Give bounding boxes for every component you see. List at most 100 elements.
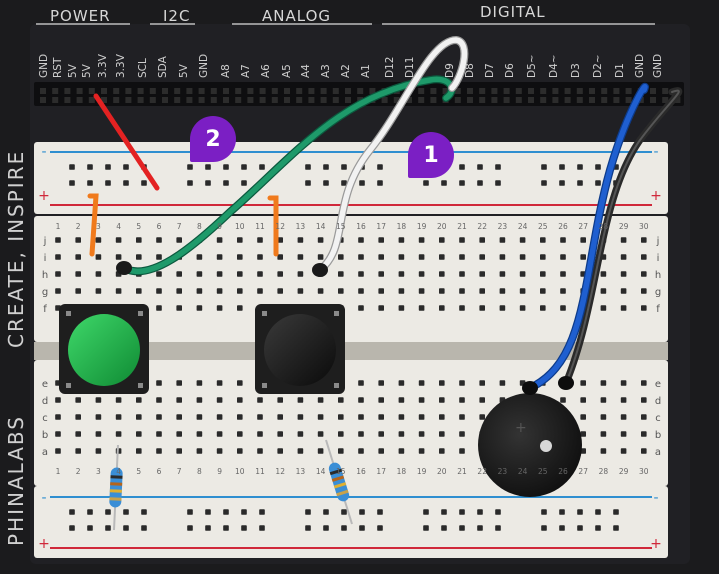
breadboard-hole xyxy=(540,271,546,277)
header-socket xyxy=(552,88,559,94)
breadboard-hole xyxy=(136,397,142,403)
header-socket xyxy=(442,88,449,94)
breadboard-hole xyxy=(377,180,383,186)
pin-label: 5V xyxy=(178,64,190,78)
breadboard-hole xyxy=(479,254,485,260)
breadboard-hole xyxy=(259,525,265,531)
breadboard-hole xyxy=(499,288,506,294)
breadboard-hole xyxy=(341,525,347,531)
breadboard-hole xyxy=(418,397,425,403)
breadboard-hole xyxy=(105,164,111,170)
breadboard-hole xyxy=(439,305,445,311)
orange-jumper-right xyxy=(267,195,279,257)
breadboard-hole xyxy=(358,288,364,294)
breadboard-hole xyxy=(237,305,243,311)
green-push-button-screw xyxy=(138,311,143,316)
breadboard-hole xyxy=(95,397,102,403)
resistor-left-band xyxy=(110,482,123,486)
pin-label: 5V xyxy=(67,64,79,78)
column-number: 27 xyxy=(578,467,588,476)
column-number: 1 xyxy=(56,222,61,231)
breadboard-hole xyxy=(378,237,384,243)
breadboard-hole xyxy=(297,448,304,454)
breadboard-hole xyxy=(95,254,102,260)
breadboard-hole xyxy=(75,288,81,294)
breadboard-hole xyxy=(577,180,583,186)
header-socket xyxy=(52,97,59,103)
breadboard-hole xyxy=(87,509,93,515)
breadboard-hole xyxy=(358,305,364,311)
breadboard-hole xyxy=(499,271,506,277)
breadboard-hole xyxy=(519,254,526,260)
row-letter: a xyxy=(655,447,661,458)
row-letter: d xyxy=(655,396,661,407)
breadboard-hole xyxy=(95,288,102,294)
breadboard-hole xyxy=(237,288,243,294)
breadboard-hole xyxy=(277,397,283,403)
header-socket xyxy=(113,97,120,103)
breadboard-hole xyxy=(196,414,203,420)
breadboard-hole xyxy=(477,164,483,170)
header-socket xyxy=(162,88,168,94)
breadboard-hole xyxy=(423,525,429,531)
breadboard-hole xyxy=(418,271,425,277)
breadboard-hole xyxy=(541,164,547,170)
header-socket xyxy=(198,97,205,103)
breadboard-hole xyxy=(560,288,566,294)
breadboard-hole xyxy=(196,397,203,403)
breadboard-hole xyxy=(378,271,384,277)
pin-label: D11 xyxy=(404,56,416,78)
breadboard-hole xyxy=(338,397,344,403)
breadboard-hole xyxy=(338,448,344,454)
header-socket xyxy=(186,88,193,94)
breadboard-hole xyxy=(358,414,364,420)
breadboard-hole xyxy=(136,288,142,294)
column-number: 23 xyxy=(498,467,508,476)
blue-wire-tip xyxy=(522,381,538,395)
header-socket xyxy=(589,88,595,94)
green-push-button-cap xyxy=(68,314,140,386)
header-power: POWER xyxy=(50,7,111,25)
column-number: 15 xyxy=(336,467,346,476)
breadboard-hole xyxy=(205,525,211,531)
header-socket xyxy=(101,88,107,94)
green-wire-tip xyxy=(116,261,132,275)
row-letter: h xyxy=(655,270,661,281)
breadboard-hole xyxy=(105,509,111,515)
header-socket xyxy=(625,88,632,94)
column-number: 4 xyxy=(116,467,121,476)
header-socket xyxy=(296,88,303,94)
header-socket xyxy=(491,97,498,103)
breadboard-hole xyxy=(600,448,607,454)
row-letter: b xyxy=(42,430,48,441)
breadboard-hole xyxy=(317,254,324,260)
breadboard-hole xyxy=(115,414,122,420)
header-socket xyxy=(235,88,242,94)
breadboard-hole xyxy=(600,431,607,437)
breadboard-hole xyxy=(176,414,182,420)
breadboard-hole xyxy=(541,180,547,186)
breadboard-hole xyxy=(237,271,243,277)
column-number: 23 xyxy=(498,222,508,231)
breadboard-hole xyxy=(123,164,129,170)
breadboard-hole xyxy=(205,180,211,186)
column-number: 8 xyxy=(197,467,202,476)
row-letter: d xyxy=(42,396,48,407)
resistor-left-band xyxy=(109,497,122,501)
header-socket xyxy=(601,88,608,94)
breadboard-hole xyxy=(95,448,102,454)
column-number: 28 xyxy=(599,222,609,231)
breadboard-hole xyxy=(196,380,203,386)
black-wire-highlight xyxy=(565,89,680,384)
breadboard-hole xyxy=(338,414,344,420)
breadboard-hole xyxy=(641,431,647,437)
breadboard-hole xyxy=(560,237,566,243)
rail-minus-label: - xyxy=(41,144,46,160)
breadboard-hole xyxy=(418,414,425,420)
breadboard-hole xyxy=(277,237,283,243)
breadboard-hole xyxy=(580,431,586,437)
breadboard-hole xyxy=(237,448,243,454)
breadboard-hole xyxy=(223,509,229,515)
breadboard-hole xyxy=(378,431,384,437)
